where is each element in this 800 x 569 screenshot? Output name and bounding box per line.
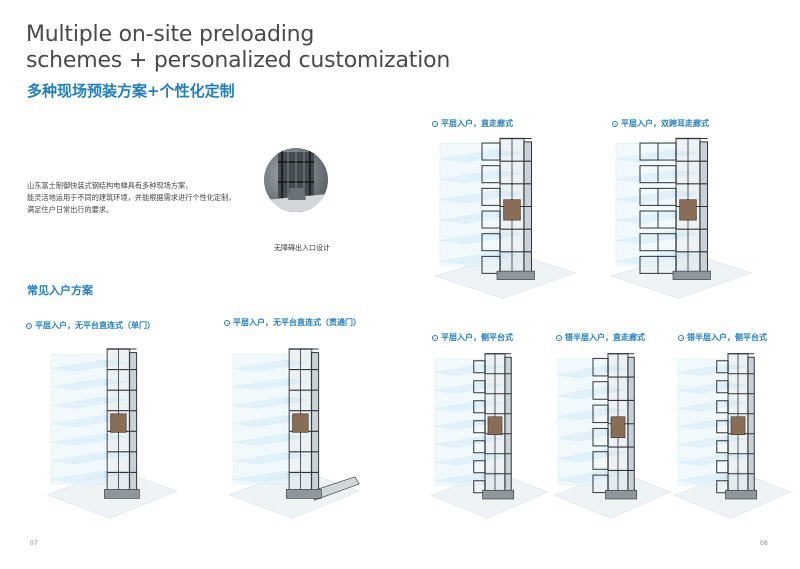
page-title-chinese: 多种现场预装方案+个性化定制 (27, 82, 235, 100)
intro-line-3: 满足住户日常出行的要求。 (27, 205, 114, 214)
elevator-illustration-bottom-2 (228, 348, 361, 519)
scheme-label-text: 平层入户，直走廊式 (441, 119, 513, 128)
elevator-illustration-bottom-1 (46, 348, 179, 519)
circle-bullet-icon (432, 335, 438, 341)
page-number-right: 08 (760, 540, 768, 547)
scheme-label-bottom-5: 错半层入户，侧平台式 (678, 332, 767, 343)
scheme-label-text: 平层入户，无平台直连式（贯通门） (233, 318, 361, 327)
title-line-2: schemes + personalized customization (26, 48, 451, 73)
scheme-label-top-2: 平层入户，双跨耳走廊式 (612, 118, 709, 129)
elevator-illustration-bottom-5 (673, 352, 792, 519)
scheme-label-bottom-2: 平层入户，无平台直连式（贯通门） (224, 317, 361, 328)
intro-text: 山东富士制御快装式钢结构电梯具有多种现场方案， 能灵活地运用于不同的建筑环境，并… (27, 180, 257, 216)
section-heading: 常见入户方案 (27, 284, 93, 297)
circle-bullet-icon (556, 335, 562, 341)
intro-line-2: 能灵活地运用于不同的建筑环境，并能根据需求进行个性化定制， (27, 193, 236, 202)
scheme-label-text: 平层入户，无平台直连式（单门） (35, 321, 155, 330)
circle-bullet-icon (432, 121, 438, 127)
circle-bullet-icon (678, 335, 684, 341)
circle-bullet-icon (224, 320, 230, 326)
photo-caption: 无障碍出入口设计 (274, 244, 330, 252)
title-line-1: Multiple on-site preloading (26, 22, 315, 47)
scheme-label-bottom-3: 平层入户，侧平台式 (432, 332, 513, 343)
intro-line-1: 山东富士制御快装式钢结构电梯具有多种现场方案， (27, 181, 193, 190)
scheme-label-text: 错半层入户，侧平台式 (687, 333, 767, 342)
scheme-label-text: 错半层入户，直走廊式 (565, 333, 645, 342)
scheme-label-text: 平层入户，侧平台式 (441, 333, 513, 342)
elevator-illustration-top-1 (434, 137, 576, 299)
accessible-entrance-photo (264, 148, 328, 212)
scheme-label-bottom-1: 平层入户，无平台直连式（单门） (26, 320, 155, 331)
elevator-illustration-top-2 (610, 137, 752, 299)
scheme-label-text: 平层入户，双跨耳走廊式 (621, 119, 709, 128)
scheme-label-bottom-4: 错半层入户，直走廊式 (556, 332, 645, 343)
page-title-english: Multiple on-site preloading schemes + pe… (26, 22, 450, 74)
circle-bullet-icon (612, 121, 618, 127)
scheme-label-top-1: 平层入户，直走廊式 (432, 118, 513, 129)
circle-bullet-icon (26, 323, 32, 329)
elevator-illustration-bottom-3 (430, 352, 549, 519)
elevator-illustration-bottom-4 (553, 352, 672, 519)
page-number-left: 07 (30, 540, 38, 547)
